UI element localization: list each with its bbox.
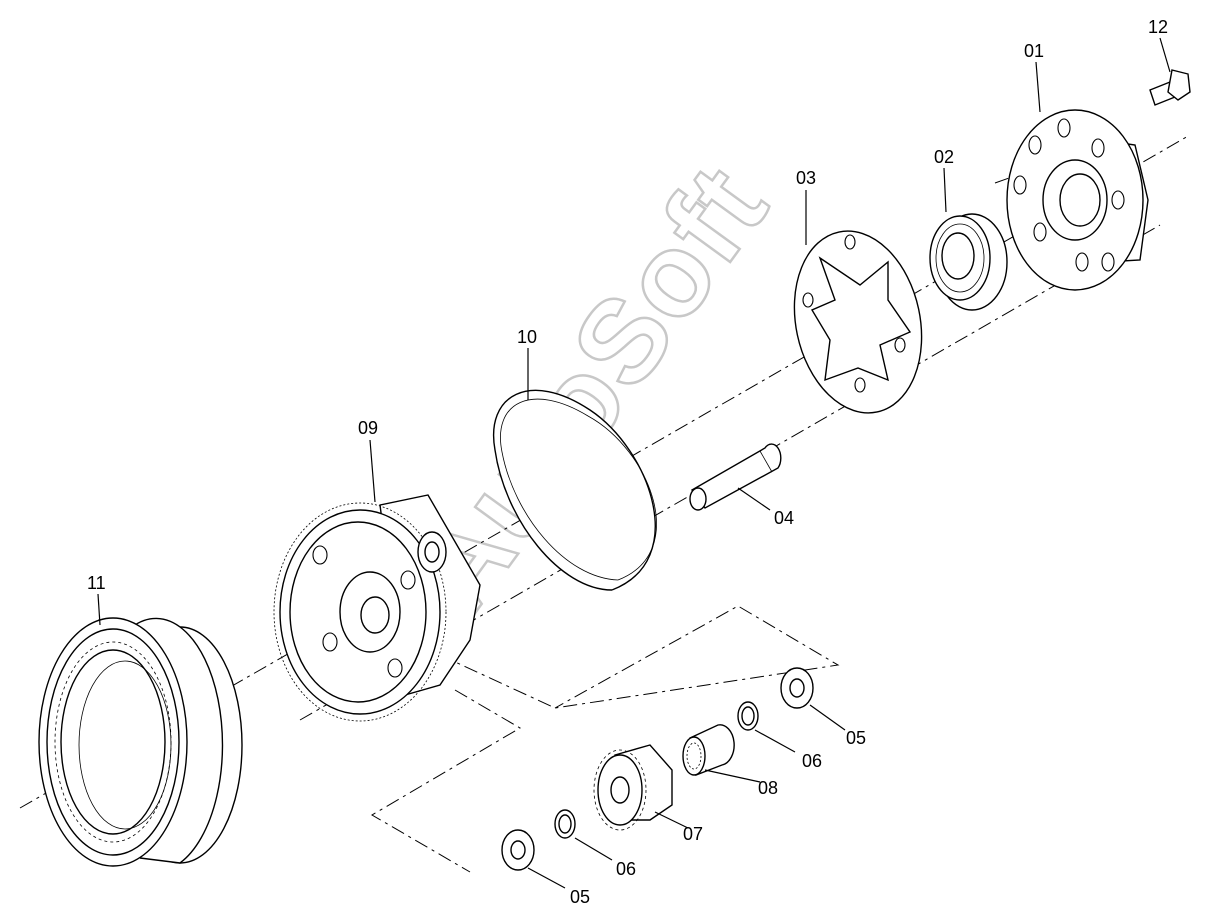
callout-11: 11 <box>87 573 106 593</box>
flange-01 <box>1006 109 1149 291</box>
spacer-ring-06-upper <box>737 701 759 731</box>
thrust-washer-05-lower <box>501 829 535 871</box>
callout-04: 04 <box>774 508 794 528</box>
callout-09: 09 <box>358 418 378 438</box>
snap-ring-10 <box>492 389 657 591</box>
bearing-02 <box>929 213 1008 311</box>
planet-carrier-09 <box>273 494 481 722</box>
leader-lines <box>97 37 1171 889</box>
thrust-washer-05-upper <box>780 667 814 709</box>
bolt-12 <box>1149 69 1191 106</box>
callout-03: 03 <box>796 168 816 188</box>
callout-07: 07 <box>683 824 703 844</box>
callout-01: 01 <box>1024 41 1044 61</box>
callout-05-lower: 05 <box>570 887 590 907</box>
thrust-plate-03 <box>793 230 923 414</box>
planet-set-bracket <box>371 605 840 873</box>
pin-04 <box>689 443 782 511</box>
ring-gear-11 <box>38 617 243 867</box>
planet-gear-07 <box>593 744 673 831</box>
spacer-ring-06-lower <box>554 809 576 839</box>
callout-05-upper: 05 <box>846 728 866 748</box>
callout-10: 10 <box>517 327 537 347</box>
callout-06-lower: 06 <box>616 859 636 879</box>
callout-12: 12 <box>1148 17 1168 37</box>
callout-02: 02 <box>934 147 954 167</box>
callout-06-upper: 06 <box>802 751 822 771</box>
needle-bearing-08 <box>682 724 735 776</box>
callout-labels: 12 01 02 03 10 09 11 04 05 06 08 07 06 0… <box>87 17 1168 907</box>
callout-08: 08 <box>758 778 778 798</box>
